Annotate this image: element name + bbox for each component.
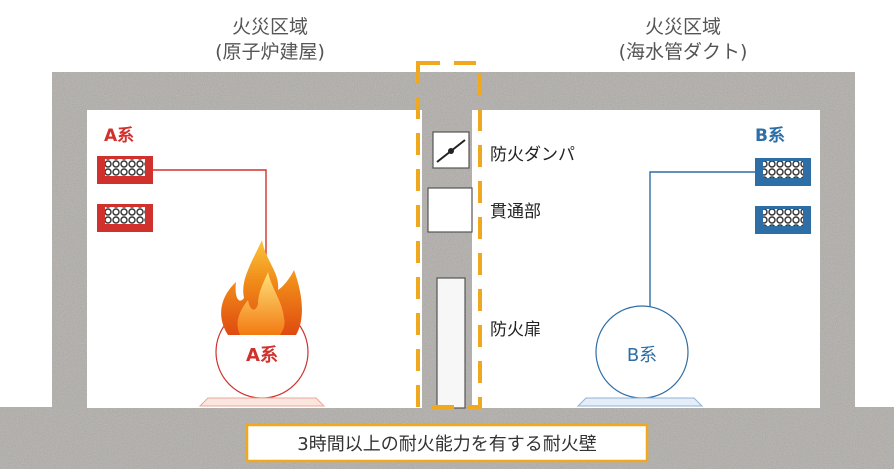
a-pump-base	[198, 397, 326, 407]
a-train-label: A系	[104, 126, 134, 146]
left-zone-subtitle: (原子炉建屋)	[215, 41, 325, 63]
fire-door-label: 防火扉	[490, 320, 541, 340]
b-train-label: B系	[755, 126, 785, 146]
b-cable-line	[649, 171, 755, 307]
fire-wall-caption-box	[245, 423, 649, 463]
fire-damper-label: 防火ダンパ	[490, 145, 575, 165]
a-cable-tray-lower	[97, 204, 153, 232]
left-outer-wall	[52, 72, 87, 412]
right-outer-wall	[820, 72, 855, 412]
flame-icon	[221, 240, 302, 335]
a-cable-tray-upper	[97, 156, 153, 184]
a-pump-label: A系	[246, 345, 278, 366]
b-pump-base	[576, 397, 704, 407]
fire-wall-caption: 3時間以上の耐火能力を有する耐火壁	[297, 434, 596, 455]
right-zone-title: 火災区域	[645, 16, 721, 38]
b-cable-tray-lower	[755, 206, 811, 234]
fire-damper	[432, 131, 470, 169]
fire-door	[436, 277, 466, 409]
b-cable-tray-upper	[755, 158, 811, 186]
left-zone-title: 火災区域	[232, 16, 308, 38]
fire-wall-highlight-frame	[416, 61, 482, 409]
penetration-label: 貫通部	[490, 202, 541, 222]
penetration-box	[427, 187, 473, 233]
b-pump-label: B系	[627, 345, 657, 366]
right-zone-subtitle: (海水管ダクト)	[619, 41, 748, 63]
